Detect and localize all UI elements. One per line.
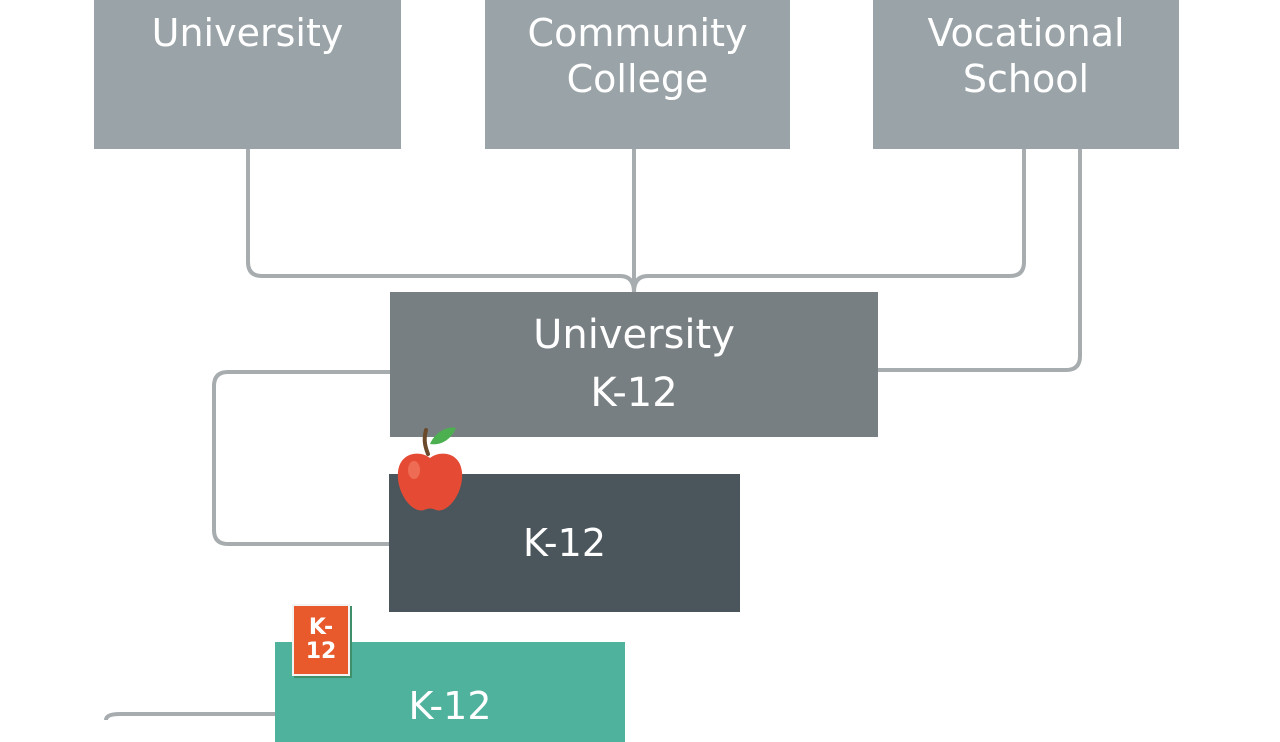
node-label: Community <box>527 11 748 55</box>
badge-label: K- <box>308 615 334 640</box>
connector-teal-left <box>104 712 275 720</box>
node-university-k12: University K-12 <box>390 292 878 437</box>
connector-vocational-to-hub <box>632 149 1026 293</box>
node-label: K-12 <box>408 684 492 728</box>
node-university: University <box>94 0 401 149</box>
connector-vocational-to-mid-right <box>878 149 1082 372</box>
node-vocational-school: Vocational School <box>873 0 1179 149</box>
node-label: Vocational <box>927 11 1125 55</box>
k12-book-icon: K- 12 <box>292 604 350 676</box>
node-label: College <box>566 57 709 101</box>
node-label: University <box>533 312 735 358</box>
node-label: K-12 <box>523 521 606 565</box>
node-label: K-12 <box>590 370 678 416</box>
apple-icon <box>397 427 463 511</box>
connector-mid-to-dark-left <box>212 370 390 546</box>
connector-university-to-hub <box>246 149 636 293</box>
connector-lines <box>104 149 1082 720</box>
node-label: University <box>151 11 344 55</box>
node-community-college: Community College <box>485 0 790 149</box>
node-label: School <box>962 57 1090 101</box>
badge-label: 12 <box>305 639 337 664</box>
